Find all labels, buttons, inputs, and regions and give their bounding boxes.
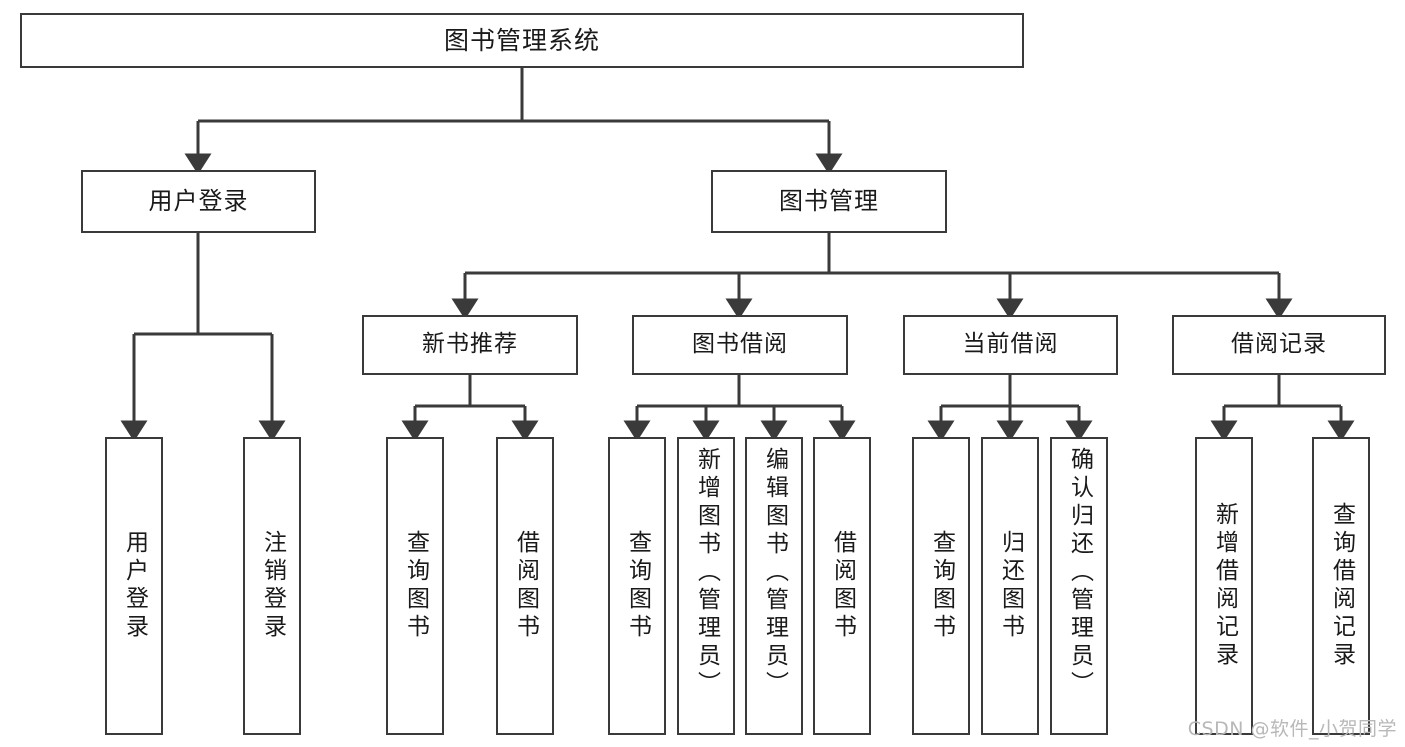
node-leaf-borrow-book-2[interactable]: 借阅图书: [813, 437, 871, 735]
node-book-management[interactable]: 图书管理: [711, 170, 947, 233]
node-leaf-user-logout[interactable]: 注销登录: [243, 437, 301, 735]
edges-borrowrecord-to-leaves: [1210, 375, 1355, 442]
node-leaf-user-login[interactable]: 用户登录: [105, 437, 163, 735]
node-label: 新增图书（管理员）: [693, 447, 720, 699]
node-label: 图书借阅: [692, 331, 788, 358]
node-leaf-query-book-3[interactable]: 查询图书: [912, 437, 970, 735]
edges-currentborrow-to-leaves: [927, 375, 1093, 442]
node-label: 编辑图书（管理员）: [761, 447, 788, 699]
edges-userlogin-to-leaves: [120, 233, 286, 442]
watermark-text: CSDN @软件_小贺同学: [1187, 718, 1397, 740]
node-label: 图书管理: [779, 187, 879, 216]
node-label: 用户登录: [121, 530, 148, 642]
node-label: 用户登录: [148, 187, 249, 216]
node-label: 图书管理系统: [443, 25, 600, 55]
edges-newbook-to-leaves: [401, 375, 539, 442]
node-leaf-return-book[interactable]: 归还图书: [981, 437, 1039, 735]
node-label: 借阅记录: [1231, 331, 1327, 358]
node-label: 查询借阅记录: [1328, 502, 1355, 670]
node-leaf-confirm-return[interactable]: 确认归还（管理员）: [1050, 437, 1108, 735]
edges-bookmgmt-to-level3: [451, 233, 1293, 320]
node-label: 查询图书: [402, 530, 429, 642]
node-label: 确认归还（管理员）: [1066, 447, 1093, 699]
node-book-borrow[interactable]: 图书借阅: [632, 315, 848, 375]
node-leaf-edit-book[interactable]: 编辑图书（管理员）: [745, 437, 803, 735]
node-leaf-query-book-2[interactable]: 查询图书: [608, 437, 666, 735]
node-label: 归还图书: [997, 530, 1024, 642]
node-leaf-query-book-1[interactable]: 查询图书: [386, 437, 444, 735]
node-new-book-recommend[interactable]: 新书推荐: [362, 315, 578, 375]
edges-root-to-level2: [184, 68, 843, 175]
node-leaf-query-record[interactable]: 查询借阅记录: [1312, 437, 1370, 735]
node-current-borrow[interactable]: 当前借阅: [903, 315, 1118, 375]
node-leaf-add-book[interactable]: 新增图书（管理员）: [677, 437, 735, 735]
edges-bookborrow-to-leaves: [623, 375, 856, 442]
node-label: 当前借阅: [962, 331, 1059, 358]
node-label: 查询图书: [624, 530, 651, 642]
node-label: 注销登录: [259, 530, 286, 642]
node-label: 借阅图书: [829, 530, 856, 642]
node-user-login[interactable]: 用户登录: [81, 170, 316, 233]
node-borrow-record[interactable]: 借阅记录: [1172, 315, 1386, 375]
node-leaf-borrow-book-1[interactable]: 借阅图书: [496, 437, 554, 735]
node-root-system[interactable]: 图书管理系统: [20, 13, 1024, 68]
node-label: 新增借阅记录: [1211, 502, 1238, 670]
node-leaf-add-record[interactable]: 新增借阅记录: [1195, 437, 1253, 735]
node-label: 新书推荐: [422, 331, 518, 358]
node-label: 查询图书: [928, 530, 955, 642]
node-label: 借阅图书: [512, 530, 539, 642]
